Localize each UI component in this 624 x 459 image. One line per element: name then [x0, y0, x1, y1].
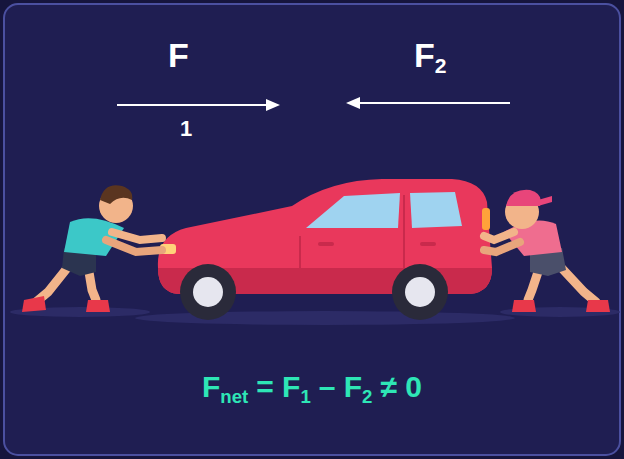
subscript: 2 [362, 388, 372, 407]
car [158, 179, 492, 320]
formula-text: Fnet= F1– F2≠ 0 [202, 372, 422, 402]
label-text: F [414, 38, 435, 72]
panel [4, 4, 620, 455]
label-text: = F [256, 372, 300, 402]
force-arrow [117, 99, 280, 111]
label-text: – F [319, 372, 362, 402]
formula-text: F2 [414, 38, 447, 72]
label-text: ≠ 0 [380, 372, 421, 402]
formula-text: 1 [180, 118, 192, 140]
label-text: F [202, 372, 220, 402]
label-text: 1 [180, 118, 192, 140]
formula-text: F [168, 38, 189, 72]
boy-pushing [484, 190, 610, 312]
force-arrow [346, 97, 510, 109]
subscript: 1 [300, 388, 310, 407]
label-text: F [168, 38, 189, 72]
subscript: 2 [435, 55, 447, 76]
subscript: net [220, 388, 248, 407]
boy-pushing [22, 185, 162, 312]
